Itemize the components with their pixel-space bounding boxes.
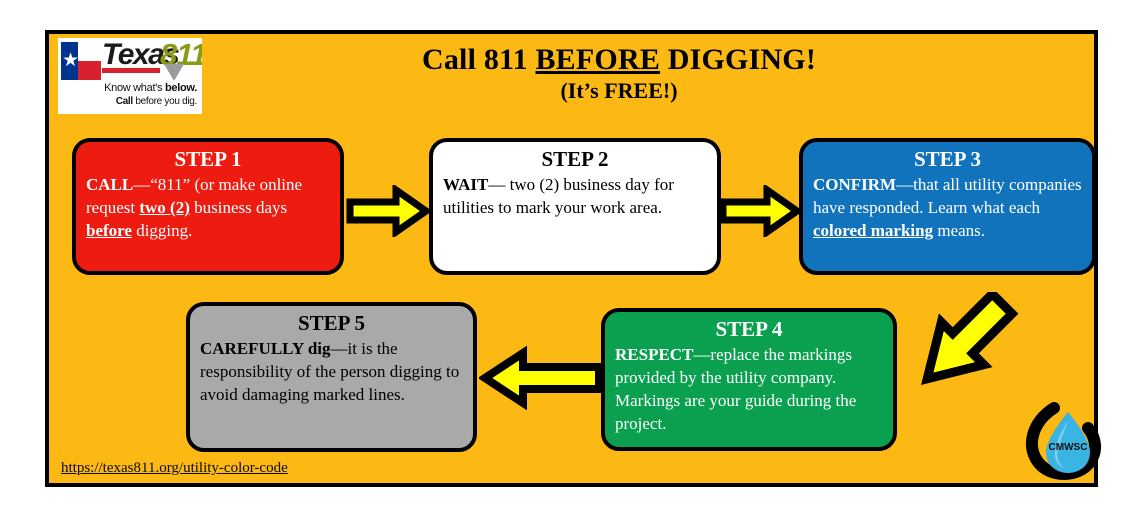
logo-tagline-line2-bold: Call xyxy=(115,96,133,107)
step-1-text-b: business days xyxy=(189,198,288,217)
logo-tagline-line1: Know what's below. xyxy=(58,82,197,95)
step-5-title: STEP 5 xyxy=(297,311,366,335)
step-2-title: STEP 2 xyxy=(541,147,609,171)
step-4-body: RESPECT—replace the markings provided by… xyxy=(615,343,883,435)
step-4-title: STEP 4 xyxy=(715,317,783,341)
title-main-after: DIGGING! xyxy=(660,43,817,76)
step-5-body: CAREFULLY dig—it is the responsibility o… xyxy=(200,337,463,406)
step-2-keyword: WAIT xyxy=(443,175,489,194)
arrow-step2-to-step3 xyxy=(719,183,804,239)
utility-color-code-link[interactable]: https://texas811.org/utility-color-code xyxy=(61,460,288,476)
step-1-body: CALL—“811” (or make online request two (… xyxy=(86,173,330,242)
step-5-keyword: CAREFULLY dig xyxy=(200,339,331,358)
step-box-3: STEP 3 CONFIRM—that all utility companie… xyxy=(799,138,1096,275)
logo-wordmark-area: ★ Texas 811 xyxy=(58,38,202,84)
shovel-icon xyxy=(164,64,184,81)
step-2-text-a: — two (2) business day for utilities to … xyxy=(443,175,674,217)
logo-tagline-line2-plain: before you dig. xyxy=(132,96,197,107)
arrow-step1-to-step2 xyxy=(346,183,433,239)
step-1-emph-1: two (2) xyxy=(139,198,190,217)
step-4-keyword: RESPECT xyxy=(615,345,694,364)
step-box-5: STEP 5 CAREFULLY dig—it is the responsib… xyxy=(186,302,477,452)
title-block: Call 811 BEFORE DIGGING! (It’s FREE!) xyxy=(209,42,1029,104)
cmwsc-logo: CMWSC xyxy=(1024,402,1104,480)
step-3-keyword: CONFIRM xyxy=(813,175,897,194)
step-3-text-a: —that all utility companies have respond… xyxy=(813,175,1082,217)
step-4-text-a: —replace the markings provided by the ut… xyxy=(615,345,857,433)
step-1-text-c: digging. xyxy=(131,221,193,240)
step-5-text-a: —it is the responsibility of the person … xyxy=(200,339,460,404)
logo-tagline-line1-bold: below. xyxy=(164,82,197,94)
step-2-body: WAIT— two (2) business day for utilities… xyxy=(443,173,707,219)
step-3-title: STEP 3 xyxy=(913,147,982,171)
page-subtitle: (It’s FREE!) xyxy=(560,78,678,103)
step-box-2: STEP 2 WAIT— two (2) business day for ut… xyxy=(429,138,721,275)
step-1-emph-2: before xyxy=(86,221,132,240)
logo-tagline-line1-plain: Know what's xyxy=(104,82,165,94)
step-1-keyword: CALL xyxy=(86,175,134,194)
logo-tagline: Know what's below. Call before you dig. xyxy=(58,82,202,114)
step-box-1: STEP 1 CALL—“811” (or make online reques… xyxy=(72,138,344,275)
svg-text:CMWSC: CMWSC xyxy=(1049,442,1088,453)
arrow-step3-to-step4 xyxy=(904,287,1024,392)
texas811-logo: ★ Texas 811 Know what's below. Call befo… xyxy=(58,38,202,114)
step-3-text-b: means. xyxy=(933,221,986,240)
step-3-emph-1: colored marking xyxy=(813,221,934,240)
logo-tagline-line2: Call before you dig. xyxy=(58,95,198,108)
poster-panel: ★ Texas 811 Know what's below. Call befo… xyxy=(45,30,1101,487)
page-title: Call 811 BEFORE DIGGING! xyxy=(209,42,1029,78)
arrow-step4-to-step5 xyxy=(477,345,603,411)
logo-red-underline xyxy=(102,68,160,73)
step-box-4: STEP 4 RESPECT—replace the markings prov… xyxy=(601,308,897,451)
step-1-text-a: —“811” (or make online request xyxy=(86,175,303,217)
texas-flag-icon: ★ xyxy=(61,42,101,80)
title-main-underlined: BEFORE xyxy=(535,43,661,76)
step-1-title: STEP 1 xyxy=(174,147,242,171)
step-3-body: CONFIRM—that all utility companies have … xyxy=(813,173,1082,242)
star-icon: ★ xyxy=(62,49,80,71)
title-main-before: Call 811 xyxy=(421,43,536,76)
